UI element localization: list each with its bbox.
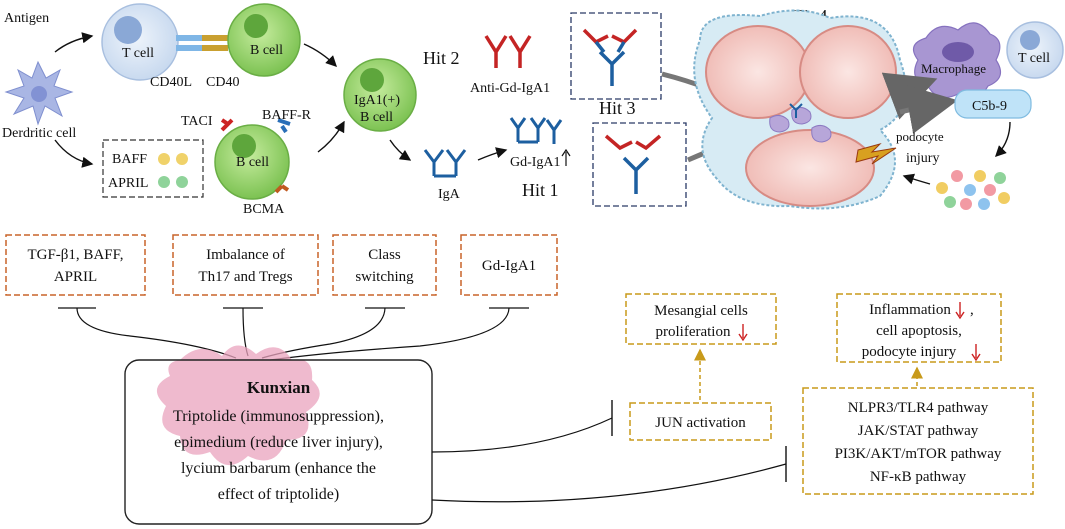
dendritic-cell-label: Derdritic cell — [2, 126, 76, 141]
inflammation-line1: Inflammation — [869, 302, 951, 318]
cd40-label: CD40 — [206, 75, 239, 90]
pathway-item: NLPR3/TLR4 pathway — [848, 400, 989, 416]
pathways-box — [802, 387, 1034, 495]
arrow-to-tcell — [54, 32, 94, 53]
jun-label: JUN activation — [655, 415, 746, 431]
baffr-label: BAFF-R — [262, 108, 312, 123]
target-1-line2: APRIL — [54, 269, 97, 285]
c5b9-label: C5b-9 — [972, 99, 1007, 114]
hit3-label: Hit 3 — [599, 98, 636, 118]
hit1-label: Hit 1 — [522, 180, 559, 200]
baff-label: BAFF — [112, 152, 147, 167]
lightning-icon — [855, 143, 897, 165]
target-2-line1: Imbalance of — [206, 247, 285, 263]
down-arrow-icon — [738, 324, 748, 342]
t-cell-label: T cell — [122, 46, 154, 61]
inflammation-comma: , — [970, 302, 974, 318]
macrophage-label: Macrophage — [921, 61, 986, 76]
mesangial-line1: Mesangial cells — [654, 303, 748, 319]
podocyte-label-line2: injury — [906, 151, 939, 166]
gd-iga1-antibodies — [509, 117, 563, 144]
inhibit-line-jun — [431, 417, 613, 453]
cd40-receptor-pair — [176, 35, 228, 51]
target-3-line1: Class — [368, 247, 401, 263]
anti-gd-iga1-antibody — [484, 35, 532, 68]
down-arrow-icon — [971, 344, 981, 362]
t-cell — [101, 3, 179, 81]
gd-iga1-label: Gd-IgA1 — [510, 155, 561, 170]
target-box-2: Imbalance of Th17 and Tregs — [172, 234, 319, 296]
jun-box — [629, 402, 772, 441]
target-1-line1: TGF-β1, BAFF, — [27, 247, 123, 263]
pathway-item: PI3K/AKT/mTOR pathway — [835, 446, 1002, 462]
mesangial-box — [625, 293, 777, 345]
cytokine-box — [102, 139, 204, 198]
b-cell-top — [227, 3, 301, 77]
antigen-label: Antigen — [4, 11, 49, 26]
arrow-to-iga — [389, 139, 412, 161]
arrow-bcell2-to-iga1 — [317, 120, 345, 153]
kunxian-box — [124, 359, 433, 525]
b-cell-top-label: B cell — [250, 43, 283, 58]
hit2-label: Hit 2 — [423, 48, 460, 68]
inhibition-connectors — [58, 307, 529, 361]
kunxian-line1: Triptolide (immunosuppression), — [173, 408, 384, 425]
arrow-to-cytokines — [54, 139, 94, 168]
iga-label: IgA — [438, 187, 461, 202]
immune-complex-box-top — [570, 12, 662, 100]
iga1-label-line2: B cell — [360, 110, 393, 125]
target-3-line2: switching — [355, 269, 414, 285]
b-cell-label: B cell — [236, 155, 269, 170]
cytokine-dots — [158, 153, 188, 188]
b-cell-receptors — [214, 118, 291, 200]
dendritic-cell — [4, 60, 74, 126]
up-arrow-icon — [561, 148, 571, 166]
lotus-icon — [156, 345, 320, 466]
cd40l-label: CD40L — [150, 75, 192, 90]
iga-antibody — [423, 149, 467, 178]
target-box-4: Gd-IgA1 — [460, 234, 558, 296]
kunxian-title: Kunxian — [247, 378, 311, 397]
pathway-item: NF-κB pathway — [870, 469, 967, 485]
arrow-iga-to-gdiga1 — [477, 147, 508, 161]
target-box-1: TGF-β1, BAFF, APRIL — [5, 234, 146, 296]
kunxian-line3: lycium barbarum (enhance the — [181, 460, 376, 477]
down-arrow-icon — [955, 302, 965, 320]
immune-complex-box-bottom — [592, 122, 687, 207]
target-2-line2: Th17 and Tregs — [198, 269, 292, 285]
taci-label: TACI — [181, 114, 213, 129]
t-cell-right-label: T cell — [1018, 51, 1050, 66]
podocyte-label-line1: podocyte — [896, 129, 944, 144]
inflammation-line3: podocyte injury — [862, 344, 957, 360]
iga1-label-line1: IgA1(+) — [354, 93, 400, 108]
bcma-label: BCMA — [243, 202, 285, 217]
kunxian-line4: effect of triptolide) — [218, 486, 339, 503]
inflammation-box — [836, 293, 1002, 363]
april-label: APRIL — [108, 176, 148, 191]
arrow-c5b9-to-cytokines — [995, 121, 1011, 157]
anti-gd-iga1-label: Anti-Gd-IgA1 — [470, 81, 550, 96]
t-cell-right — [1006, 21, 1064, 79]
inhibit-line-pathways — [431, 463, 787, 503]
arrow-cytokines-to-podocyte — [902, 173, 931, 185]
target-4-line1: Gd-IgA1 — [482, 258, 536, 274]
immune-complex-top — [582, 28, 638, 86]
pathway-item: JAK/STAT pathway — [858, 423, 979, 439]
c5b9-pill — [954, 89, 1032, 119]
mesangial-line2: proliferation — [656, 324, 731, 340]
glomerulus — [693, 9, 907, 210]
immune-complex-bottom — [604, 134, 662, 194]
inflammation-line2: cell apoptosis, — [876, 323, 962, 339]
kunxian-line2: epimedium (reduce liver injury), — [174, 434, 383, 451]
arrow-bcell-to-iga1 — [303, 43, 337, 67]
target-box-3: Class switching — [332, 234, 437, 296]
arrow-to-c5b9 — [899, 84, 958, 134]
inflammatory-cytokines — [936, 170, 1010, 210]
iga1-b-cell — [343, 58, 417, 132]
